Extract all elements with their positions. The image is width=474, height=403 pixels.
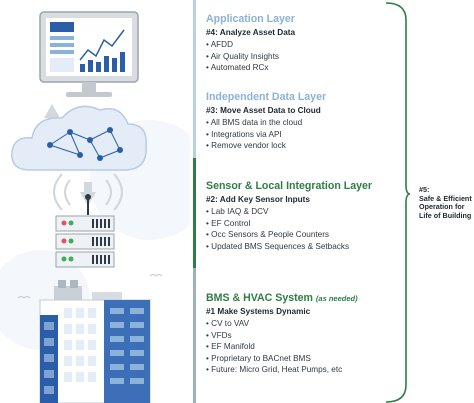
outcome-line: Operation for [419,202,465,212]
outcome-line: Life of Building [419,210,472,220]
list-item: Occ Sensors & People Counters [206,229,381,241]
layer-title: Sensor & Local Integration Layer [206,180,373,192]
layer-bar-bms [193,268,196,403]
list-item: Proprietary to BACnet BMS [206,353,381,365]
independent-data-layer-section: Independent Data Layer #3: Move Asset Da… [206,91,381,152]
layer-title-note: (as needed) [315,294,358,303]
sensor-layer-section: Sensor & Local Integration Layer #2: Add… [206,180,381,252]
outcome-bracket [385,2,410,403]
list-item: Updated BMS Sequences & Setbacks [206,241,381,253]
layer-step: #4: Analyze Asset Data [206,28,296,37]
layer-items: All BMS data in the cloud Integrations v… [206,117,381,152]
list-item: CV to VAV [206,318,381,330]
list-item: EF Control [206,218,381,230]
list-item: Automated RCx [206,62,381,74]
building-icon [39,280,151,403]
outcome-line: Safe & Efficient [419,193,472,203]
layer-title: Independent Data Layer [206,91,327,103]
layer-step: #1 Make Systems Dynamic [206,307,311,316]
list-item: Integrations via API [206,129,381,141]
outcome-label: #5: Safe & Efficient Operation for Life … [419,186,474,220]
layer-illustrations [0,0,190,403]
list-item: AFDD [206,39,381,51]
server-rack-icon [53,173,123,268]
list-item: Future: Micro Grid, Heat Pumps, etc [206,364,381,376]
layer-title: Application Layer [206,13,295,25]
layer-step: #3: Move Asset Data to Cloud [206,106,321,115]
list-item: VFDs [206,330,381,342]
list-item: Lab IAQ & DCV [206,206,381,218]
application-layer-section: Application Layer #4: Analyze Asset Data… [206,13,381,74]
list-item: All BMS data in the cloud [206,117,381,129]
list-item: Remove vendor lock [206,140,381,152]
layer-bar-sensor [193,158,196,268]
layer-items: Lab IAQ & DCV EF Control Occ Sensors & P… [206,206,381,252]
list-item: EF Manifold [206,341,381,353]
layer-title: BMS & HVAC System (as needed) [206,292,358,304]
monitor-icon [39,11,139,97]
layer-step: #2: Add Key Sensor Inputs [206,195,310,204]
layer-bar-cloud [193,0,196,158]
bms-hvac-section: BMS & HVAC System (as needed) #1 Make Sy… [206,292,381,376]
outcome-step: #5: [419,186,430,194]
layer-items: AFDD Air Quality Insights Automated RCx [206,39,381,74]
cloud-network-icon [11,105,147,171]
list-item: Air Quality Insights [206,51,381,63]
layer-items: CV to VAV VFDs EF Manifold Proprietary t… [206,318,381,376]
